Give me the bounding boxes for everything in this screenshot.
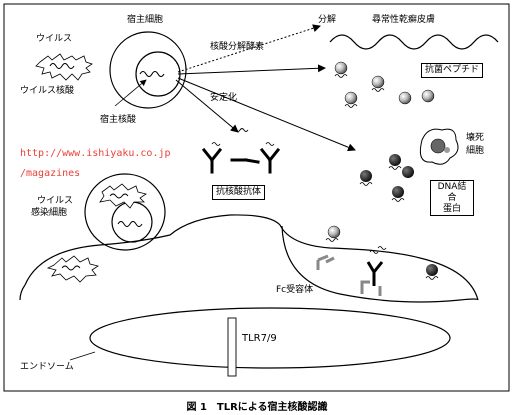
label-degradation: 分解 [318, 15, 337, 25]
label-anti-nucleic-acid-antibody: 抗核酸抗体 [212, 185, 266, 200]
watermark-url-line1: http://www.ishiyaku.co.jp [20, 148, 171, 159]
label-virus-nucleic-acid: ウイルス核酸 [20, 86, 75, 96]
host-nucleic-acid-pointer [114, 79, 147, 107]
psoriasis-skin-line [329, 34, 499, 50]
virus-particle-icon [35, 53, 93, 81]
label-infected-cell-line1: ウイルス [37, 196, 74, 206]
label-psoriasis: 尋常性乾癬皮膚 [372, 15, 436, 25]
virus-infected-cell-icon [84, 173, 166, 251]
figure-border [3, 3, 510, 392]
fc-receptor-icons [316, 225, 439, 296]
watermark-url-line2: /magazines [20, 168, 81, 179]
label-stabilization: 安定化 [210, 93, 238, 103]
label-host-cell: 宿主細胞 [127, 15, 164, 25]
label-tlr: TLR7/9 [242, 333, 277, 344]
label-endosome: エンドソーム [20, 362, 74, 372]
label-nuclease: 核酸分解酵素 [210, 42, 265, 52]
label-dna-binding-protein-line1: DNA結合 [437, 182, 467, 203]
arrow-to-psoriasis [177, 64, 326, 75]
label-dna-binding-protein: DNA結合 蛋白 [430, 180, 474, 217]
label-infected-cell-line2: 感染細胞 [31, 208, 68, 218]
plasma-membrane [24, 214, 479, 301]
antimicrobial-peptide-icons [334, 61, 435, 108]
anti-nucleic-acid-antibody-icons [201, 128, 281, 174]
necrotic-cell-icon [419, 128, 459, 165]
endosome-icon [89, 307, 451, 369]
label-fc-receptor: Fc受容体 [276, 285, 314, 295]
host-cell-icon [109, 31, 187, 109]
figure-caption: 図 1 TLRによる宿主核酸認識 [186, 402, 328, 413]
endocytic-vesicle [281, 225, 479, 303]
arrow-to-antibody [175, 79, 239, 133]
dna-binding-protein-icons [359, 154, 414, 202]
label-necrotic-cell-line1: 壊死 [466, 133, 485, 143]
label-host-nucleic-acid: 宿主核酸 [100, 115, 137, 125]
label-necrotic-cell-line2: 細胞 [466, 146, 485, 156]
label-antimicrobial-peptide: 抗菌ペプチド [421, 63, 484, 78]
degradation-arrow [177, 24, 321, 73]
tlr-receptor-icon [227, 317, 237, 377]
arrow-to-dna-binding [177, 77, 356, 152]
extracellular-virus-icon [46, 255, 99, 283]
label-dna-binding-protein-line2: 蛋白 [442, 203, 461, 214]
label-virus: ウイルス [36, 34, 73, 44]
